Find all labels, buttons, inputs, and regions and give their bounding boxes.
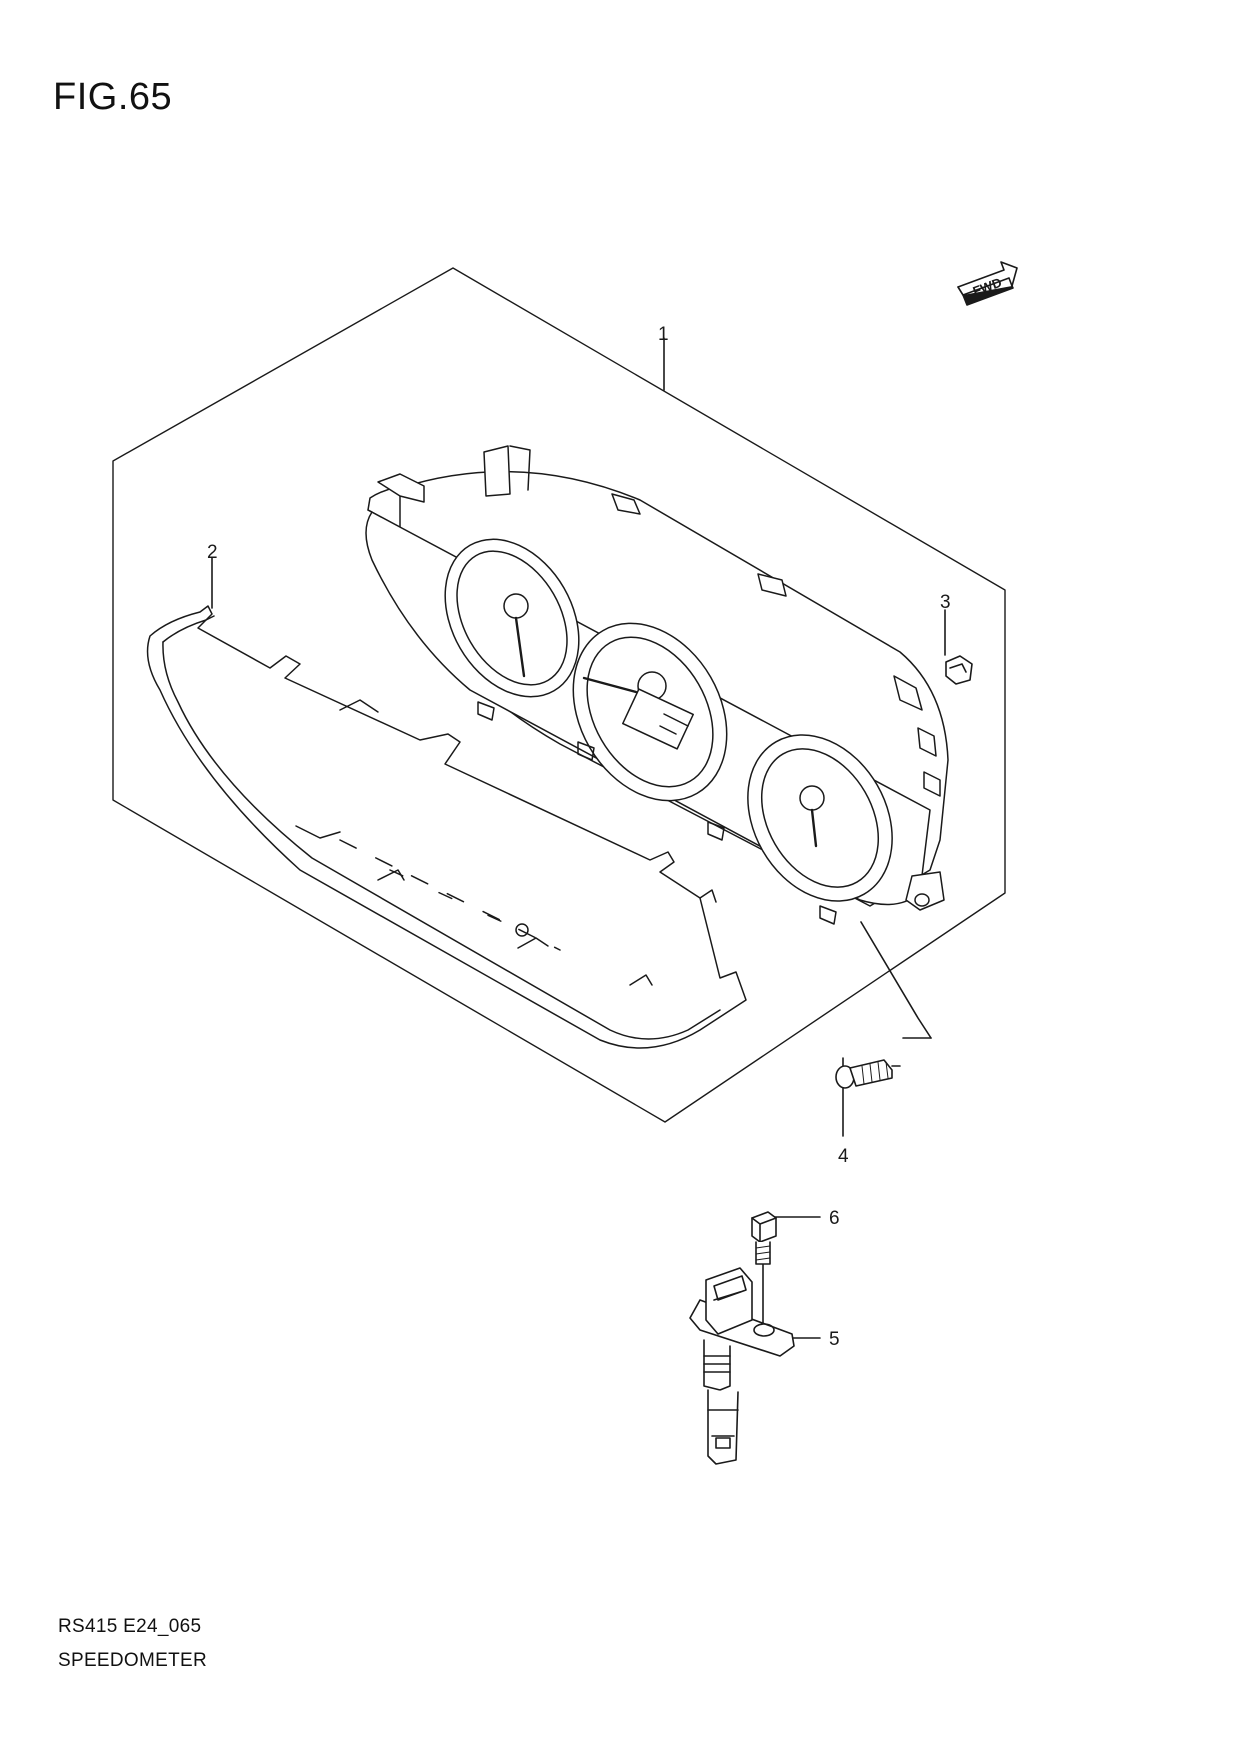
speedometer-assembly (365, 445, 949, 925)
screw-axis-line (860, 921, 932, 1039)
drawing-code: RS415 E24_065 (58, 1616, 202, 1637)
callout-2: 2 (207, 542, 218, 563)
screw-part (835, 1059, 901, 1089)
assembly-boundary (112, 267, 1006, 1123)
callout-1: 1 (658, 324, 669, 345)
bolt-part (751, 1211, 777, 1265)
clip-part (945, 655, 973, 685)
cover-part (146, 605, 747, 1049)
speed-sensor-part (689, 1267, 795, 1465)
fwd-arrow-icon: FWD (957, 261, 1018, 306)
callout-4: 4 (838, 1146, 849, 1167)
callout-3: 3 (940, 592, 951, 613)
figure-title: FIG.65 (53, 76, 173, 118)
callout-6: 6 (829, 1208, 840, 1229)
drawing-name: SPEEDOMETER (58, 1650, 207, 1671)
callout-5: 5 (829, 1329, 840, 1350)
